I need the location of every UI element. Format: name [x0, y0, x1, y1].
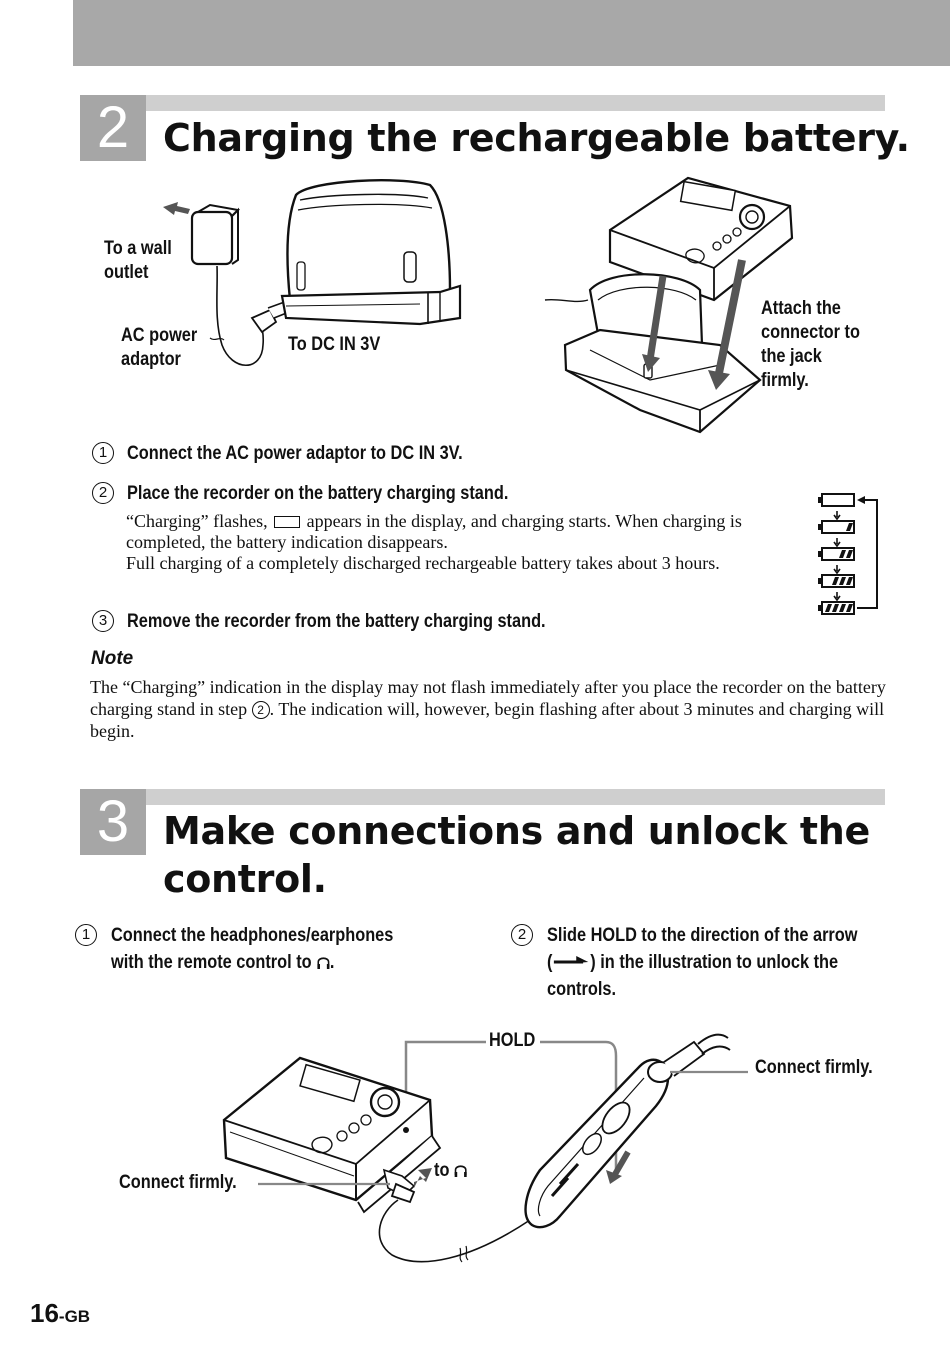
note-text: The “Charging” indication in the display…: [90, 676, 900, 742]
label-wall-outlet: To a wall outlet: [104, 238, 172, 283]
section-number: 2: [80, 95, 146, 161]
step-number: 2: [511, 924, 533, 946]
step-text-part: with the remote control to: [111, 952, 317, 973]
step-ref: 2: [251, 701, 270, 719]
step-body: “Charging” flashes, appears in the displ…: [126, 511, 776, 574]
section-rule: [146, 95, 885, 111]
down-arrow-icon: [833, 592, 841, 602]
section-number: 3: [80, 789, 146, 855]
label-connect-firmly-left: Connect firmly.: [119, 1172, 237, 1193]
label-dc-in: To DC IN 3V: [288, 334, 381, 355]
down-arrow-icon: [833, 511, 841, 521]
step-text-part: ) in the illustration to unlock the: [590, 952, 839, 973]
cycle-line: [857, 499, 878, 609]
step-number: 1: [75, 924, 97, 946]
label-ac-adaptor: AC power adaptor: [121, 325, 198, 370]
label-attach-connector: Attach the connector to the jack firmly.: [761, 298, 860, 391]
page-number-value: 16: [30, 1298, 59, 1328]
page-number-suffix: -GB: [58, 1307, 91, 1326]
label-to-headphone: to: [434, 1159, 468, 1183]
step-text: Connect the headphones/earphones: [111, 925, 394, 946]
step-body-text: “Charging” flashes,: [126, 511, 273, 531]
label-hold: HOLD: [489, 1030, 536, 1051]
battery-level-icon: [818, 547, 855, 561]
step-text: Remove the recorder from the battery cha…: [127, 611, 546, 632]
charging-stand-illustration: [163, 176, 794, 434]
step-text-part: .: [329, 952, 335, 973]
note-text-part: . The indication will, however, begin fl…: [90, 699, 885, 741]
headphone-icon: [316, 953, 330, 969]
step-text: ( ) in the illustration to unlock the: [547, 951, 838, 975]
step-text-part: (: [547, 952, 553, 973]
step-text: controls.: [547, 979, 617, 1000]
down-arrow-icon: [833, 565, 841, 575]
down-arrow-icon: [833, 538, 841, 548]
cycle-arrow-icon: [857, 496, 865, 504]
step-number: 3: [92, 610, 114, 632]
battery-level-icon: [818, 601, 855, 615]
step-text: with the remote control to .: [111, 951, 334, 975]
headphone-icon: [454, 1161, 468, 1177]
step-text: Connect the AC power adaptor to DC IN 3V…: [127, 443, 463, 464]
battery-level-icon: [818, 520, 855, 534]
section-title: Make connections and unlock the control.: [163, 809, 871, 901]
step-body-text: Full charging of a completely discharged…: [126, 553, 720, 573]
note-heading: Note: [91, 648, 134, 669]
step-body-text: appears in the display, and charging sta…: [126, 511, 742, 552]
step-number: 1: [92, 442, 114, 464]
arrow-right-icon: [552, 951, 590, 965]
battery-level-sequence: [818, 493, 878, 615]
battery-level-icon: [818, 493, 855, 507]
section-rule: [146, 789, 885, 805]
note-text-part: The “Charging” indication in the display…: [90, 677, 886, 719]
header-band: [73, 0, 950, 66]
step-number: 2: [92, 482, 114, 504]
headphone-connection-illustration: [222, 1033, 748, 1263]
page-number: 16-GB: [30, 1298, 90, 1329]
step-text: Slide HOLD to the direction of the arrow: [547, 925, 858, 946]
label-connect-firmly-right: Connect firmly.: [755, 1057, 873, 1078]
label-to-text: to: [434, 1160, 454, 1181]
step-text: Place the recorder on the battery chargi…: [127, 483, 509, 504]
battery-level-icon: [818, 574, 855, 588]
section-title: Charging the rechargeable battery.: [163, 116, 910, 160]
battery-icon: [274, 516, 301, 528]
